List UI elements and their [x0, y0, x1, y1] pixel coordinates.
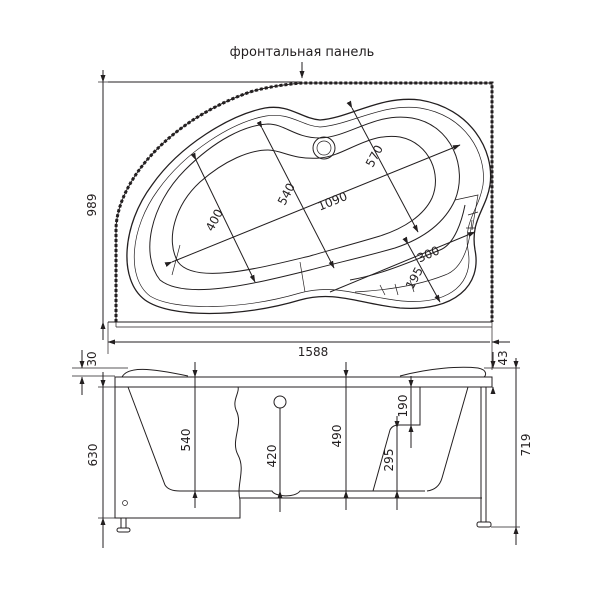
front-base-line: [115, 322, 492, 328]
dim-seat-length: 300: [415, 243, 442, 265]
dim-seat-height: 295: [382, 449, 396, 472]
side-view: 30 630 540 420 490 190 295: [72, 350, 533, 548]
basin-outer-contour: [149, 116, 460, 291]
dim-400-line: [190, 152, 256, 283]
dim-inner-depth-left: 540: [179, 429, 193, 452]
dim-inner-depth-center: 490: [330, 425, 344, 448]
seat-edge: [349, 204, 466, 281]
dim-drain-height: 420: [265, 445, 279, 468]
dim-overall-width: 1588: [298, 345, 329, 359]
side-rim: [114, 376, 493, 388]
basin-profile-left: [127, 386, 240, 492]
dim-basin-width-main: 540: [275, 181, 298, 208]
seat-armrest: [454, 194, 479, 231]
foot-left: [116, 527, 131, 533]
dim-rim-thickness: 30: [85, 351, 99, 366]
leg-left: [120, 518, 127, 528]
headrest-right: [399, 366, 487, 378]
dim-300-line: [329, 231, 476, 293]
headrest-left: [121, 368, 189, 378]
top-view: 989 1588 1090 400 540 570 300 195: [85, 70, 510, 370]
dim-total-height: 719: [519, 434, 533, 457]
seat-edge-inner: [354, 219, 473, 293]
dim-seat-width: 195: [403, 265, 426, 292]
dim-basin-width-left: 400: [203, 207, 226, 234]
drain-inner-icon: [316, 140, 332, 156]
side-panel-cut: [114, 386, 242, 519]
basin-profile-right: [426, 386, 469, 492]
dim-basin-length: 1090: [316, 189, 350, 213]
dim-195-line: [402, 236, 441, 303]
basin-ribs: [171, 244, 306, 293]
front-panel-label-group: фронтальная панель: [230, 45, 375, 79]
outer-rim: [126, 98, 492, 315]
foot-right: [476, 521, 492, 528]
basin-bottom-contour: [171, 135, 436, 274]
dim-540-line: [256, 120, 335, 269]
dim-headrest-height: 43: [496, 350, 510, 365]
dim-overall-depth: 989: [85, 194, 99, 217]
leg-right: [480, 387, 487, 522]
drain-icon: [312, 136, 336, 160]
basin-bottom-profile: [240, 490, 425, 497]
dim-step-height: 190: [396, 395, 410, 418]
front-panel-dashed: [114, 81, 494, 322]
overflow-icon: [273, 395, 287, 409]
panel-screw-icon: [122, 500, 128, 506]
dim-height-to-rim: 630: [86, 444, 100, 467]
dim-570-line: [346, 100, 419, 233]
front-panel-label: фронтальная панель: [230, 45, 375, 60]
